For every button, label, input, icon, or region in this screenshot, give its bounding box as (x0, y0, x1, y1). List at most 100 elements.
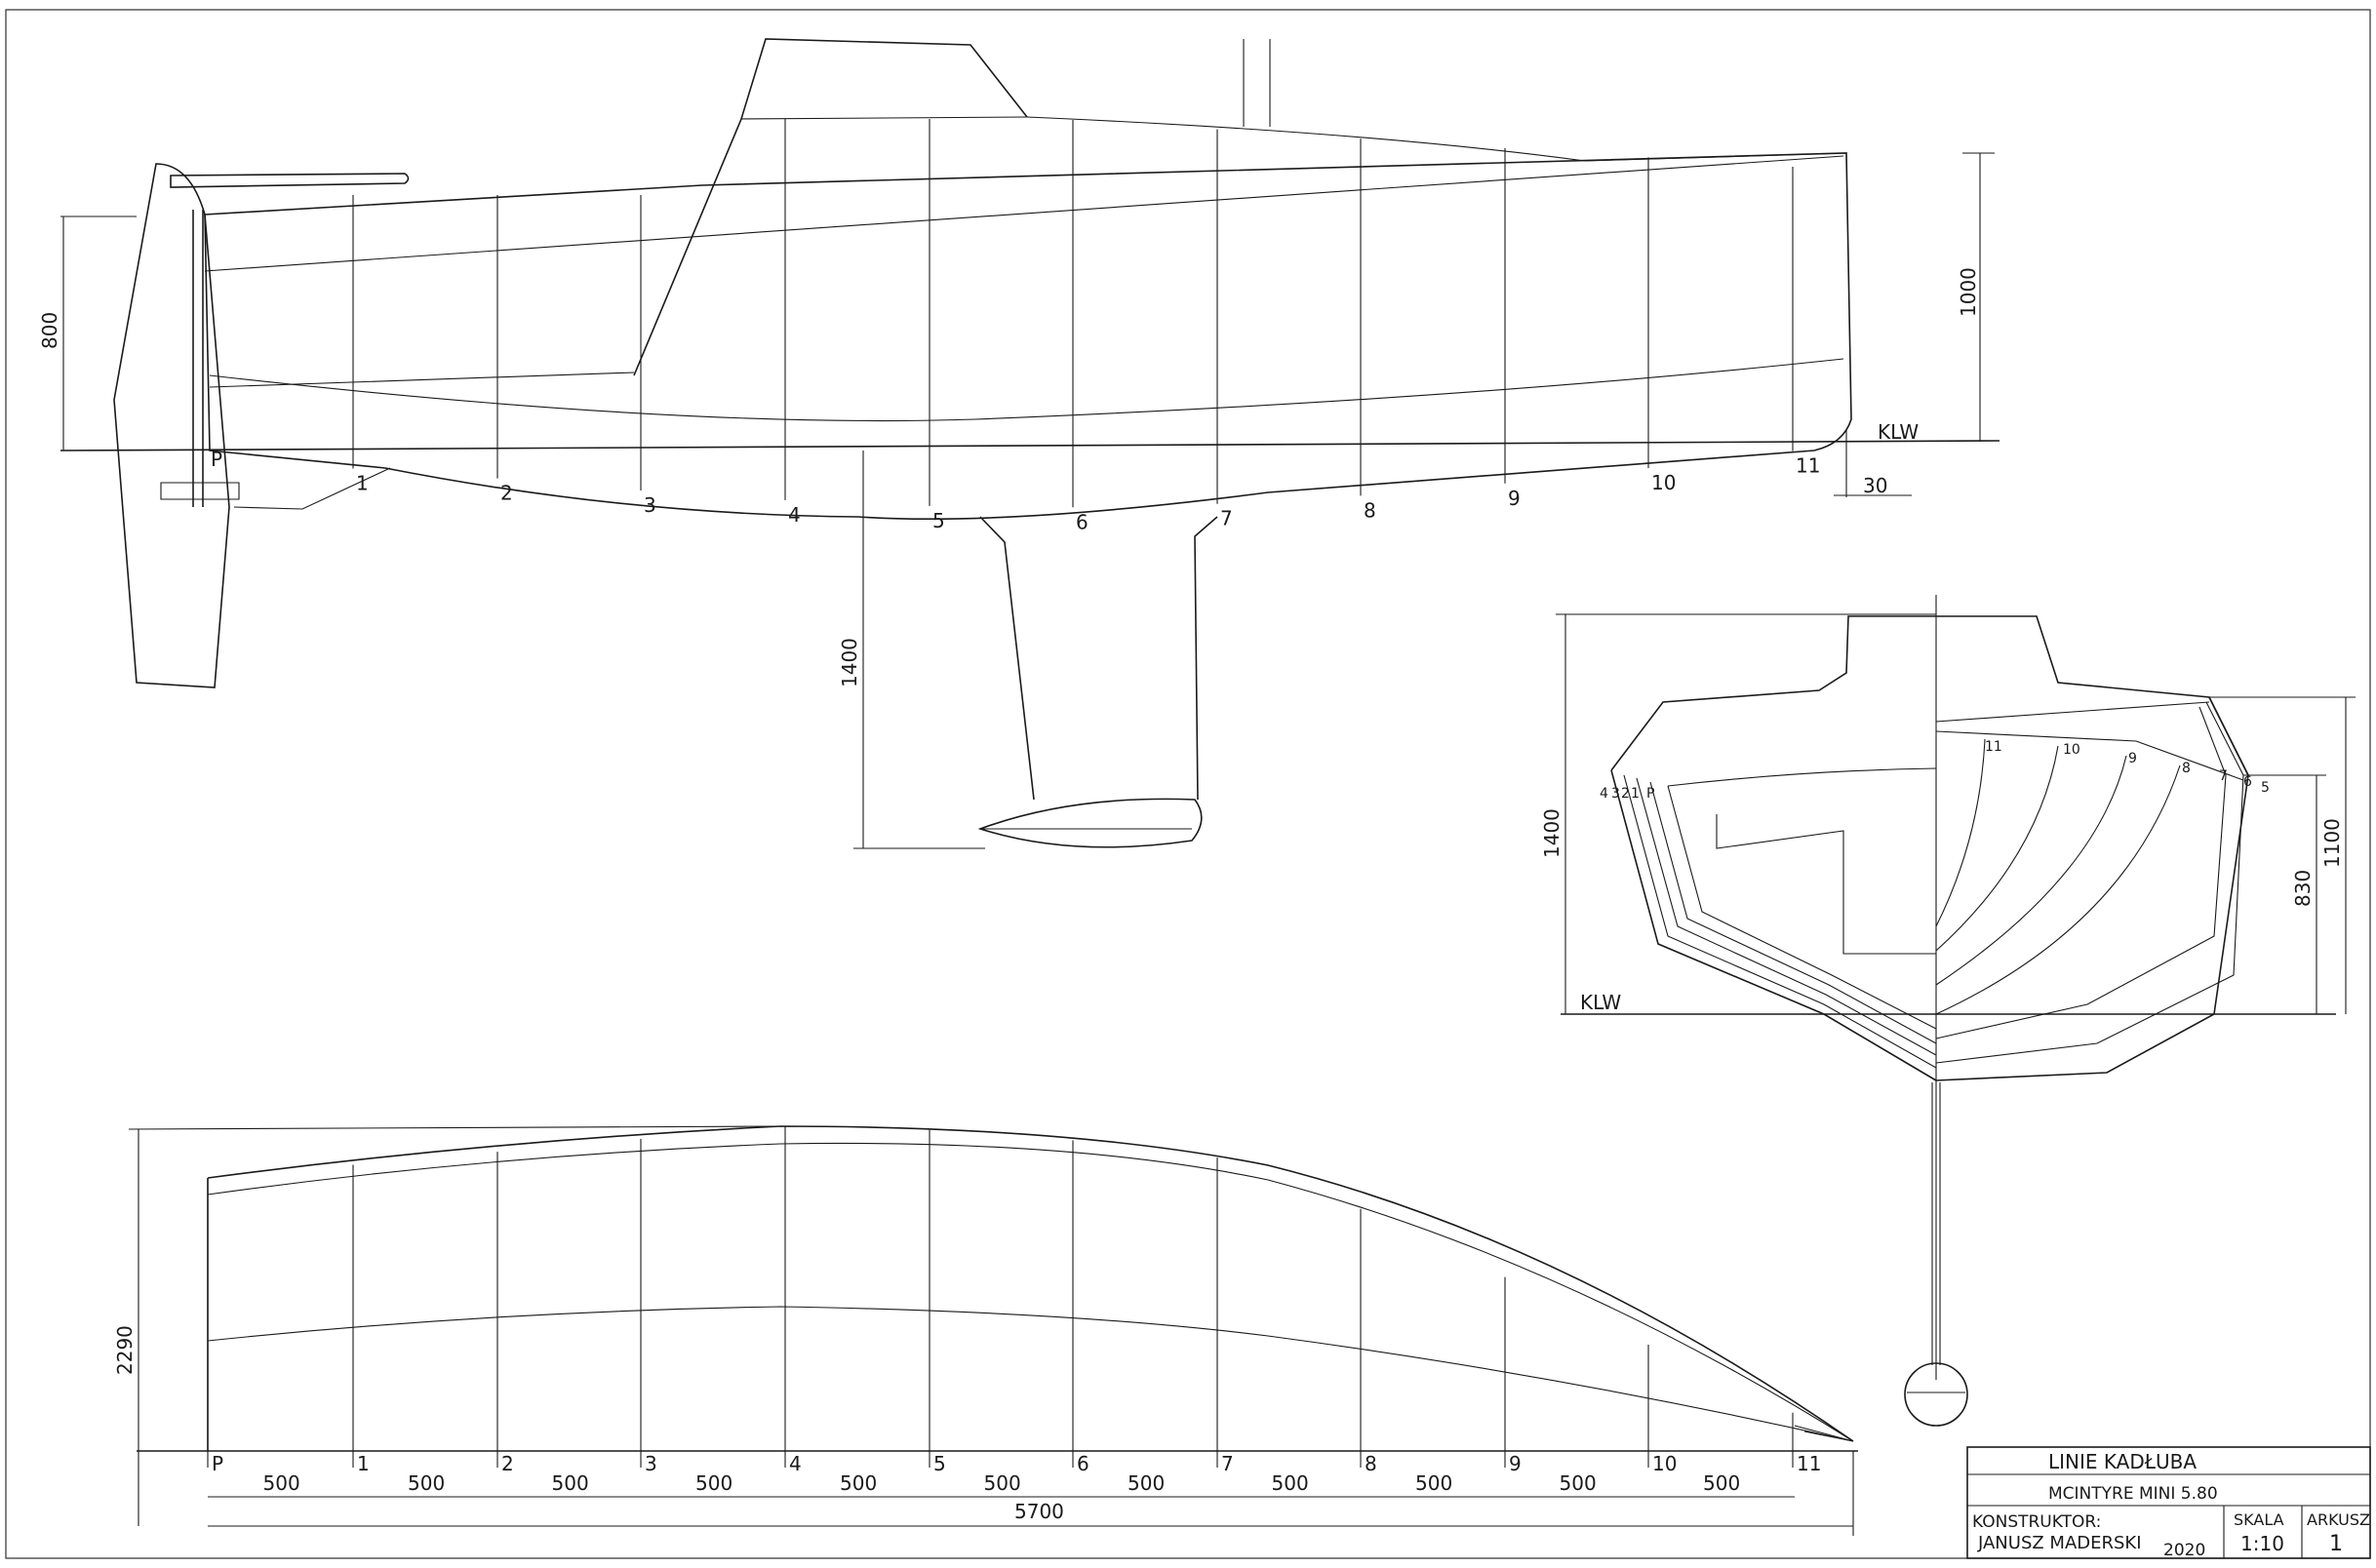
body-plan-left-section-4 (1610, 769, 1937, 1081)
profile-dim-1000: 1000 (1957, 267, 1980, 317)
body-plan-left-section-1 (1649, 781, 1937, 1044)
plan-station-label: 9 (1509, 1452, 1522, 1475)
profile-tiller (170, 173, 410, 188)
plan-station-label: 8 (1365, 1452, 1377, 1475)
body-plan-left-label: 2 (1621, 786, 1630, 802)
body-plan-left-section-2 (1636, 777, 1937, 1056)
body-plan-right-label: 11 (1985, 739, 2002, 755)
profile-cabin-roof (740, 116, 1028, 120)
body-plan-right-sheer (1935, 701, 2244, 781)
plan-station-label: 10 (1652, 1452, 1677, 1475)
body-plan-left-label: 4 (1600, 786, 1608, 802)
profile-station-label: 7 (1220, 507, 1233, 530)
body-plan-left-inner (1667, 767, 1937, 787)
profile-hull-outline (204, 152, 1852, 521)
profile-keel-bulb (977, 798, 1203, 848)
body-plan-dim-1400: 1400 (1540, 808, 1564, 858)
profile-keel-fin (979, 516, 1218, 801)
profile-station-label: 1 (356, 471, 369, 494)
title-block-sheet-value: 1 (2329, 1532, 2343, 1556)
profile-station-lines (352, 119, 1794, 508)
title-block-scale-value: 1:10 (2240, 1532, 2284, 1555)
body-plan-right-label: 9 (2128, 751, 2137, 766)
profile-rudder (113, 163, 230, 688)
body-plan-left-section-3 (1623, 774, 1937, 1069)
profile-waterline (59, 440, 2000, 451)
body-plan-dim-1100: 1100 (2320, 818, 2344, 868)
plan-dim-width: 2290 (113, 1325, 137, 1375)
body-plan-right-label: 6 (2243, 774, 2252, 790)
plan-sheer-line (207, 1142, 1854, 1442)
body-plan-cabin-right (1936, 615, 2249, 776)
profile-station-label: 6 (1076, 510, 1089, 533)
body-plan-cabin-left (1610, 615, 1936, 771)
plan-spacing-label: 500 (263, 1471, 300, 1495)
body-plan-left-section-p (1667, 785, 1937, 1030)
profile-station-label: 4 (788, 503, 801, 527)
body-plan-klw-label: KLW (1580, 991, 1621, 1014)
profile-skeg (233, 467, 391, 510)
profile-station-label: 8 (1364, 498, 1376, 522)
body-plan-dim-830: 830 (2291, 870, 2315, 907)
plan-station-label: 7 (1221, 1452, 1234, 1475)
plan-station-label: 5 (933, 1452, 946, 1475)
body-plan-right-section-9 (1935, 755, 2127, 986)
profile-dim-1400: 1400 (838, 638, 861, 687)
body-plan-right-label: 10 (2063, 742, 2080, 758)
title-block-year: 2020 (2163, 1541, 2205, 1560)
plan-station-label: 4 (789, 1452, 802, 1475)
title-block-title: LINIE KADŁUBA (2048, 1450, 2197, 1473)
plan-spacing-label: 500 (840, 1471, 877, 1495)
profile-inner-line (209, 372, 635, 388)
title-block: LINIE KADŁUBA MCINTYRE MINI 5.80 KONSTRU… (1966, 1446, 2371, 1560)
body-plan-right-section-10 (1935, 745, 2059, 952)
plan-deck-edge (207, 1125, 1854, 1442)
body-plan-right-section-11 (1935, 738, 1986, 927)
title-block-frame (1966, 1446, 2371, 1559)
title-block-designer-name: JANUSZ MADERSKI (1977, 1533, 2142, 1553)
body-plan-right-section-8 (1935, 764, 2181, 1015)
body-plan-right-label: 8 (2182, 761, 2191, 776)
profile-deck-line (1026, 116, 1847, 162)
profile-station-label: P (211, 448, 222, 471)
profile-dim-800: 800 (38, 312, 61, 349)
plan-station-lines (207, 1126, 1794, 1468)
body-plan-right-section-5 (1935, 696, 2249, 1081)
profile-station-label: 9 (1508, 487, 1521, 510)
plan-station-label: 2 (501, 1452, 514, 1475)
profile-rudder-fitting (160, 482, 240, 500)
sheet-border (5, 9, 2371, 1559)
plan-spacing-label: 500 (984, 1471, 1021, 1495)
title-block-designer-label: KONSTRUKTOR: (1972, 1512, 2101, 1532)
body-plan-left-label: 1 (1631, 786, 1640, 802)
profile-sheer-line (204, 155, 1844, 272)
body-plan-keel-bulb (1904, 1362, 1968, 1427)
plan-dim-total: 5700 (1014, 1500, 1064, 1523)
profile-station-label: 10 (1651, 471, 1676, 494)
plan-station-label: 6 (1077, 1452, 1089, 1475)
plan-station-label: 3 (645, 1452, 657, 1475)
profile-cabin (633, 38, 1028, 376)
plan-station-label: 11 (1797, 1452, 1821, 1475)
title-block-sheet-label: ARKUSZ (2307, 1510, 2370, 1529)
plan-spacing-label: 500 (1128, 1471, 1165, 1495)
body-plan-right-section-6 (1935, 701, 2244, 1064)
title-block-scale-label: SKALA (2234, 1510, 2284, 1529)
plan-spacing-label: 500 (552, 1471, 589, 1495)
profile-dim-30: 30 (1863, 474, 1887, 497)
profile-klw-label: KLW (1878, 420, 1919, 444)
body-plan-left-label: 3 (1611, 786, 1620, 802)
body-plan-left-cockpit (1716, 814, 1936, 955)
body-plan-right-label: 5 (2261, 780, 2270, 796)
title-block-subtitle: MCINTYRE MINI 5.80 (2048, 1484, 2218, 1504)
profile-station-label: 3 (644, 493, 656, 517)
plan-spacing-label: 500 (1415, 1471, 1452, 1495)
body-plan-right-section-7 (1935, 706, 2227, 1039)
profile-buttock-line (209, 358, 1844, 422)
plan-bow-lines (1794, 1425, 1854, 1442)
